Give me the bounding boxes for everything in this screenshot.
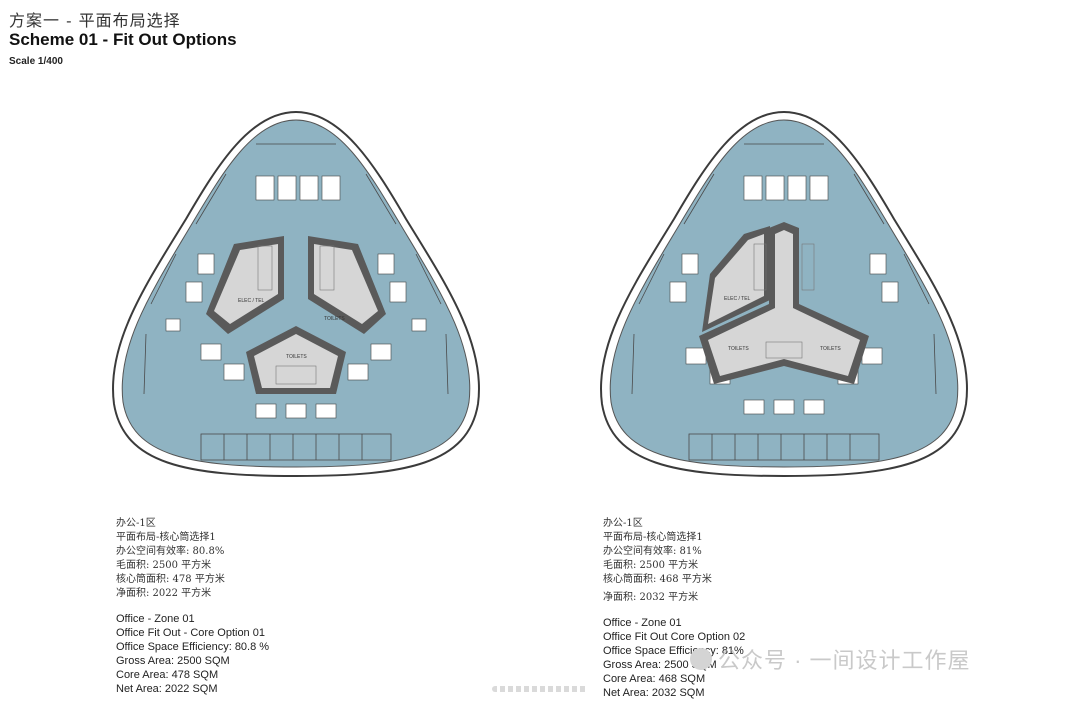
elec-tel-label: ELEC / TEL — [724, 296, 751, 302]
page-title-cn: 方案一 - 平面布局选择 — [9, 11, 181, 30]
info-line: 净面积: 2032 平方米 — [603, 592, 699, 603]
workstation-clusters — [165, 175, 427, 419]
toilets-label-b: TOILETS — [286, 354, 307, 360]
info-line: Gross Area: 2500 SQM — [116, 655, 230, 667]
building-core — [206, 236, 386, 394]
info-line: Net Area: 2022 SQM — [116, 683, 218, 695]
floor-plan-drawing: ELEC / TEL TOILETS TOILETS — [112, 110, 480, 478]
plan-2-info-en: Office - Zone 01 Office Fit Out Core Opt… — [603, 616, 745, 700]
info-line: Office - Zone 01 — [603, 617, 682, 629]
info-line: Core Area: 468 SQM — [603, 673, 706, 685]
info-line: Office Space Efficiency: 80.8 % — [116, 641, 270, 653]
info-line: 核心筒面积: 478 平方米 — [116, 574, 225, 585]
info-line: 平面布局-核心筒选择1 — [116, 532, 216, 543]
info-line: 毛面积: 2500 平方米 — [603, 560, 699, 571]
info-line: 办公空间有效率: 81% — [603, 546, 702, 557]
scale-label: Scale 1/400 — [9, 56, 63, 67]
info-line: Gross Area: 2500 SQM — [603, 659, 717, 671]
perimeter-offices — [143, 143, 449, 461]
info-line: 核心筒面积: 468 平方米 — [603, 574, 712, 585]
info-line: Net Area: 2032 SQM — [603, 687, 705, 699]
floor-plan-drawing: ELEC / TEL TOILETS TOILETS — [600, 110, 968, 478]
plan-2-info-cn: 办公-1区 平面布局-核心筒选择1 办公空间有效率: 81% 毛面积: 2500… — [603, 517, 712, 605]
toilets-label-a: TOILETS — [324, 316, 345, 322]
pager-dots — [492, 686, 588, 692]
info-line: Office Fit Out - Core Option 01 — [116, 627, 265, 639]
info-line: 平面布局-核心筒选择1 — [603, 532, 703, 543]
perimeter-offices — [631, 143, 937, 461]
info-line: 毛面积: 2500 平方米 — [116, 560, 212, 571]
floor-plan-option-2: ELEC / TEL TOILETS TOILETS — [594, 104, 974, 484]
floor-plan-option-1: ELEC / TEL TOILETS TOILETS — [106, 104, 486, 484]
toilets-label-b: TOILETS — [820, 346, 841, 352]
plan-1-info-en: Office - Zone 01 Office Fit Out - Core O… — [116, 612, 269, 696]
office-floor-area — [121, 119, 471, 468]
info-line: Office Fit Out Core Option 02 — [603, 631, 746, 643]
page-title: Scheme 01 - Fit Out Options — [9, 30, 237, 49]
wechat-logo-icon — [690, 648, 712, 670]
info-line: Office - Zone 01 — [116, 613, 195, 625]
info-line: 办公空间有效率: 80.8% — [116, 546, 225, 557]
info-line: Core Area: 478 SQM — [116, 669, 219, 681]
building-core — [699, 222, 869, 384]
toilets-label-a: TOILETS — [728, 346, 749, 352]
info-line: 办公-1区 — [116, 518, 156, 529]
info-line: 净面积: 2022 平方米 — [116, 588, 212, 599]
elec-tel-label: ELEC / TEL — [238, 298, 265, 304]
plan-1-info-cn: 办公-1区 平面布局-核心筒选择1 办公空间有效率: 80.8% 毛面积: 25… — [116, 517, 225, 601]
info-line: 办公-1区 — [603, 518, 643, 529]
watermark: 公众号 · 一间设计工作屋 — [718, 648, 971, 673]
